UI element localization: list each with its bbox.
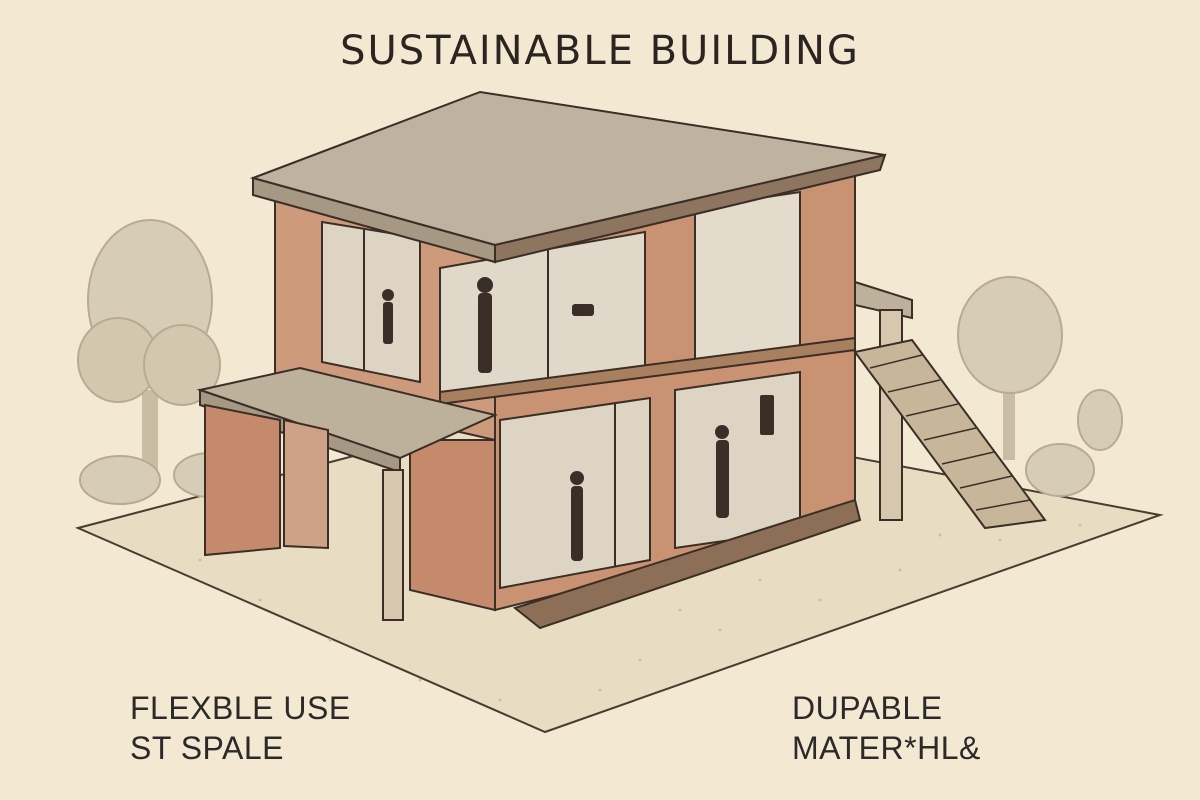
feature-label-right-line2: MATER*HL&	[792, 730, 981, 766]
feature-label-left-line1: FLEXBLE USE	[130, 690, 351, 726]
ground-texture	[198, 523, 1082, 702]
tree-right	[957, 276, 1123, 497]
page-title: SUSTAINABLE BUILDING	[340, 28, 860, 74]
feature-label-flexible-use: FLEXBLE USE ST SPALE	[130, 688, 351, 768]
feature-label-right-line1: DUPABLE	[792, 690, 943, 726]
feature-label-left-line2: ST SPALE	[130, 730, 284, 766]
feature-label-durable-materials: DUPABLE MATER*HL&	[792, 688, 981, 768]
people-silhouettes	[382, 277, 774, 561]
